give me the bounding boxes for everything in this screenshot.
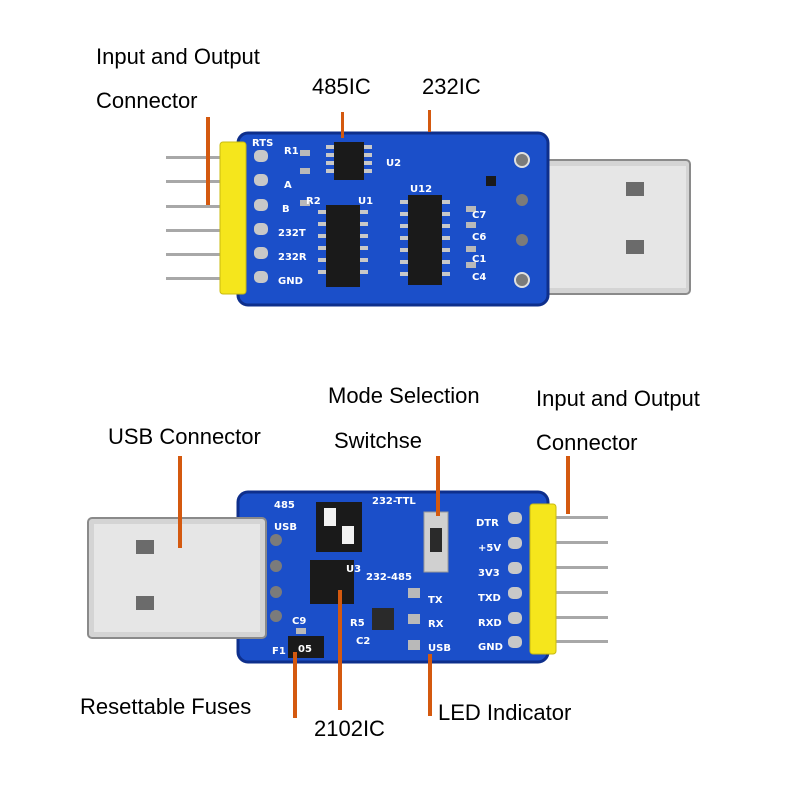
pointer-line: [178, 456, 182, 548]
label-mode-selection-line2: Switchse: [334, 428, 423, 453]
silk-part: C7: [472, 210, 486, 221]
chip-u1: [326, 205, 360, 287]
header-pin: [556, 616, 608, 619]
chip-2102: [310, 560, 354, 604]
silk-pin: RTS: [252, 138, 273, 149]
silk-pin: TXD: [478, 593, 501, 604]
label-485ic: 485IC: [312, 74, 371, 99]
header-pin: [166, 180, 226, 183]
label-io-connector-line2: Connector: [536, 430, 638, 455]
pointer-line: [428, 654, 432, 716]
pointer-line: [566, 456, 570, 514]
silk-part: R1: [284, 146, 299, 157]
header-pin: [166, 253, 226, 256]
dip-switch: [316, 502, 362, 552]
silk-part: 05: [298, 644, 312, 655]
silk-mode: 485: [274, 500, 295, 511]
label-io-connector-line2: Connector: [96, 88, 198, 113]
chip-u12: [408, 195, 442, 285]
header-pin: [556, 591, 608, 594]
pointer-line: [338, 590, 342, 710]
usb-plug-hole: [626, 240, 644, 254]
pin-header: [529, 503, 557, 655]
usb-plug-hole: [626, 182, 644, 196]
silk-led: RX: [428, 619, 444, 630]
silk-mode: 232-485: [366, 572, 412, 583]
pointer-line: [206, 117, 210, 205]
label-usb-connector: USB Connector: [108, 424, 261, 449]
header-pin: [556, 640, 608, 643]
pointer-line: [436, 456, 440, 516]
silk-part: F1: [272, 646, 286, 657]
usb-plug-hole: [136, 596, 154, 610]
header-pin: [556, 541, 608, 544]
silk-part: C2: [356, 636, 370, 647]
header-pin: [166, 156, 226, 159]
silk-pin: 232T: [278, 228, 306, 239]
header-pin: [166, 277, 226, 280]
silk-mode: USB: [274, 522, 297, 533]
silk-pin: 232R: [278, 252, 307, 263]
silk-pin: +5V: [478, 543, 501, 554]
silk-part: U2: [386, 158, 401, 169]
pointer-line: [293, 652, 297, 718]
usb-plug-hole: [136, 540, 154, 554]
silk-part: U3: [346, 564, 361, 575]
silk-part: C9: [292, 616, 306, 627]
label-232ic: 232IC: [422, 74, 481, 99]
silk-part: C1: [472, 254, 486, 265]
pin-header: [219, 141, 247, 295]
silk-pin: GND: [478, 642, 503, 653]
silk-part: U1: [358, 196, 373, 207]
silk-pin: DTR: [476, 518, 499, 529]
label-led-indicator: LED Indicator: [438, 700, 572, 725]
silk-pin: A: [284, 180, 292, 191]
silk-pin: RXD: [478, 618, 502, 629]
silk-pin: B: [282, 204, 290, 215]
silk-led: USB: [428, 643, 451, 654]
header-pin: [166, 229, 226, 232]
silk-pin: GND: [278, 276, 303, 287]
silk-mode: 232-TTL: [372, 496, 416, 507]
pointer-line: [428, 110, 431, 132]
label-io-connector-line1: Input and Output: [96, 44, 260, 69]
label-mode-selection-line1: Mode Selection: [328, 383, 480, 408]
silk-part: C6: [472, 232, 486, 243]
silk-part: C4: [472, 272, 486, 283]
resettable-fuse: [288, 636, 324, 658]
silk-part: U12: [410, 184, 432, 195]
label-resettable-fuses: Resettable Fuses: [80, 694, 252, 719]
header-pin: [166, 205, 226, 208]
label-io-connector-line1: Input and Output: [536, 386, 700, 411]
header-pin: [556, 566, 608, 569]
header-pin: [556, 516, 608, 519]
silk-pin: 3V3: [478, 568, 500, 579]
silk-part: R2: [306, 196, 321, 207]
silk-part: R5: [350, 618, 365, 629]
pointer-line: [341, 112, 344, 138]
silk-led: TX: [428, 595, 443, 606]
label-2102ic: 2102IC: [314, 716, 385, 741]
chip-485: [334, 142, 364, 180]
